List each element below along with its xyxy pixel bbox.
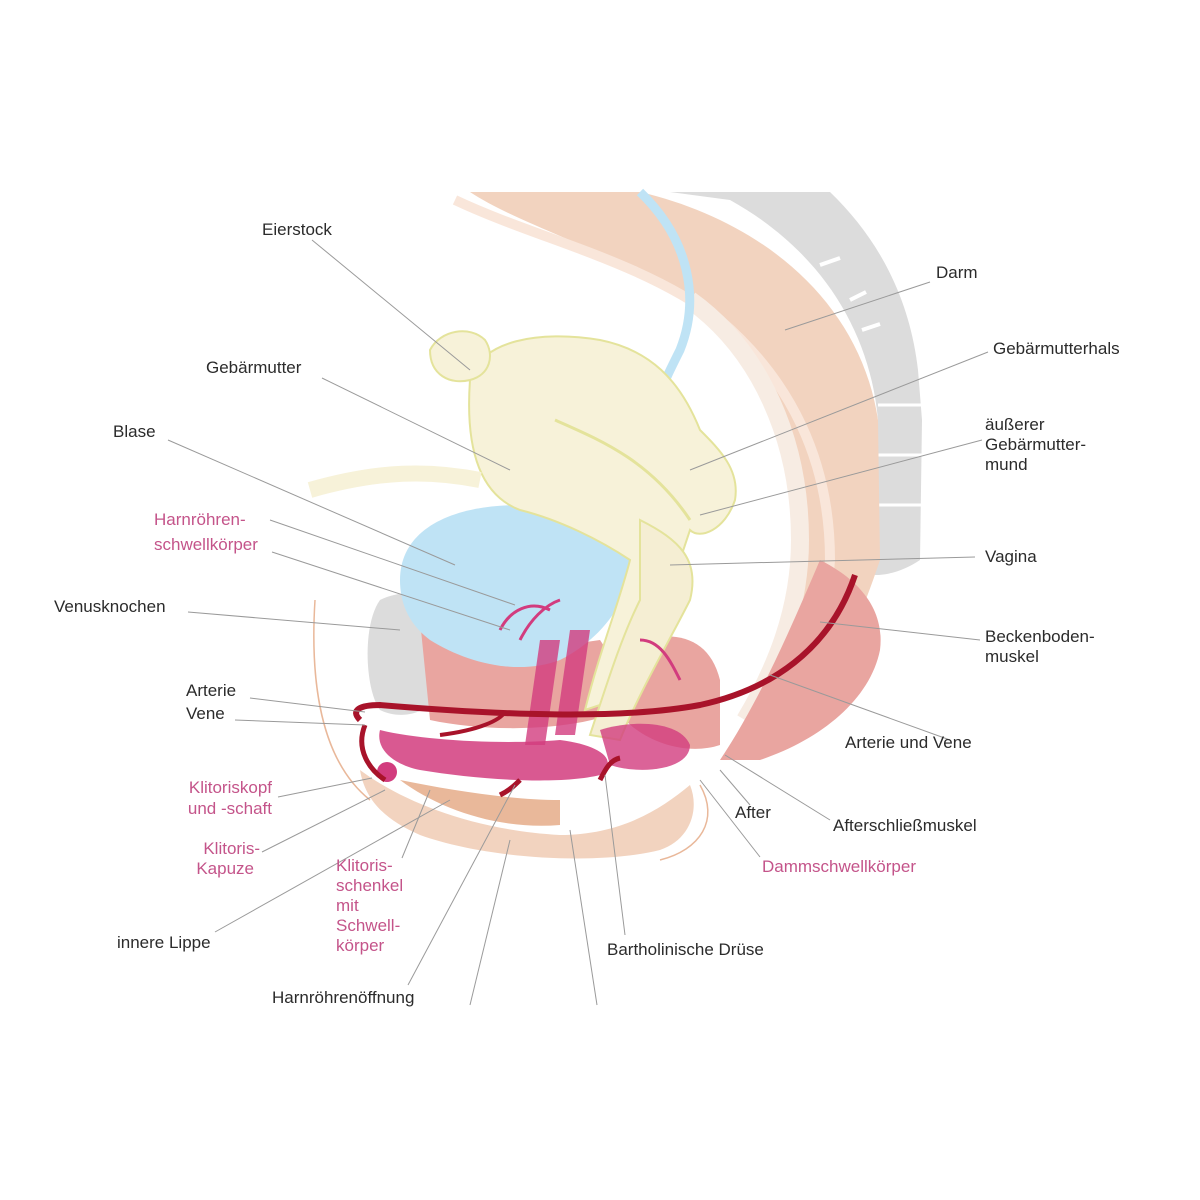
label-klitoriskopf-2: und -schaft [187,799,272,818]
darm-shape [470,192,880,745]
label-klitorisschenkel-5: körper [336,936,385,955]
label-afterschliessmuskel: Afterschließmuskel [833,816,977,835]
label-vagina: Vagina [985,547,1037,566]
label-klitorisschenkel-2: schenkel [336,876,404,895]
label-klitorisschenkel-1: Klitoris- [336,856,393,875]
leader-lines [167,239,989,1006]
label-kapuze-2: Kapuze [196,859,254,878]
label-arterie-und-vene: Arterie und Vene [845,733,972,752]
innere-lippe-shape [400,780,560,826]
label-dammschwellkoerper: Dammschwellkörper [762,857,916,876]
label-klitoriskopf-1: Klitoriskopf [188,778,272,797]
arterie-vene-shape [353,574,858,723]
label-bartholinische-druese: Bartholinische Drüse [607,940,764,959]
label-harnroehren-schwellkoerper-2: schwellkörper [154,535,258,554]
eierstock-shape [428,330,491,383]
label-blase: Blase [113,422,156,441]
spine-bone [670,192,922,575]
label-gebaermutter: Gebärmutter [206,358,302,377]
label-arterie: Arterie [186,681,237,700]
label-kapuze-1: Klitoris- [203,839,260,858]
label-klitorisschenkel-3: mit [336,896,359,915]
label-harnroehren-schwellkoerper-1: Harnröhren- [154,510,246,529]
vagina-shape [588,518,694,742]
label-muttermund-1: äußerer [985,415,1045,434]
label-vene: Vene [186,704,225,723]
label-gebaermutterhals: Gebärmutterhals [993,339,1120,358]
blase-shape [400,505,631,668]
label-muttermund-2: Gebärmutter- [985,435,1087,454]
label-muttermund-3: mund [985,455,1028,474]
label-venusknochen: Venusknochen [54,597,166,616]
label-beckenbodenmuskel-1: Beckenboden- [985,627,1095,646]
schwellkoerper [377,598,690,782]
label-beckenbodenmuskel-2: muskel [985,647,1039,666]
skin-lower [360,770,694,859]
label-innere-lippe: innere Lippe [117,933,211,952]
label-eierstock: Eierstock [262,220,332,239]
label-harnroehrenoeffnung: Harnröhrenöffnung [272,988,415,1007]
label-after: After [735,803,771,822]
label-klitorisschenkel-4: Schwell- [336,916,401,935]
label-darm: Darm [936,263,978,282]
